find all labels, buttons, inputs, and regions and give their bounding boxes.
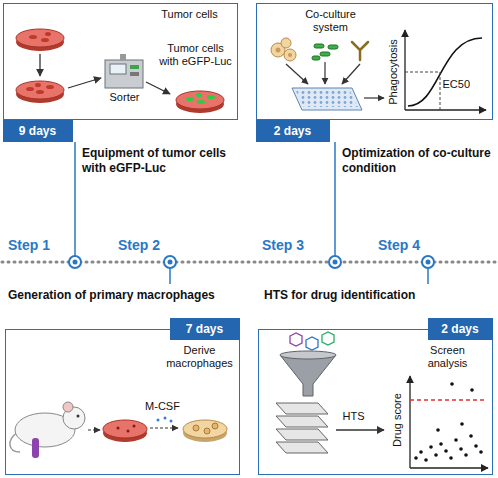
data-point — [464, 453, 468, 457]
step-heading: HTS for drug identification — [264, 288, 492, 303]
plate-stack — [276, 403, 384, 453]
panel-label: Derive macrophages — [165, 344, 235, 370]
tumor-cells-green — [312, 44, 338, 60]
panel-label: Sorter — [102, 91, 148, 104]
data-point — [450, 382, 454, 386]
panel-label: M-CSF — [138, 400, 188, 413]
macrophage-dish — [183, 420, 227, 442]
data-point — [449, 456, 453, 460]
data-point — [479, 450, 483, 454]
screen-scatter-plot — [410, 376, 488, 468]
data-point — [469, 434, 473, 438]
step-label: Step 2 — [118, 237, 160, 253]
well-plate — [292, 88, 384, 110]
mix-arrows — [286, 62, 360, 84]
mouse — [10, 402, 85, 458]
data-point — [419, 450, 423, 454]
step-panel: Derive macrophagesM-CSF7 days — [5, 329, 240, 475]
data-point — [460, 422, 464, 426]
data-point — [444, 449, 448, 453]
data-point — [454, 438, 458, 442]
step-label: Step 3 — [262, 237, 304, 253]
step-markers — [69, 256, 434, 268]
funnel — [280, 351, 336, 396]
step-panel: HTSDrug scoreScreen analysis2 days — [258, 329, 493, 475]
panel-label: HTS — [334, 410, 374, 423]
duration-text: 2 days — [441, 322, 478, 336]
data-point — [459, 447, 463, 451]
step-heading: Equipment of tumor cells with eGFP-Luc — [82, 146, 242, 176]
step-label: Step 4 — [378, 237, 420, 253]
duration-tab: 2 days — [256, 120, 330, 142]
antibody — [352, 42, 368, 60]
duration-tab: 9 days — [3, 120, 73, 142]
panel-label: Co-culture system — [296, 8, 366, 34]
duration-tab: 7 days — [170, 318, 240, 340]
data-point — [434, 453, 438, 457]
panel-label: Drug score — [391, 393, 404, 447]
panel-label: EC50 — [443, 78, 483, 91]
panel-label: Phagocytosis — [387, 39, 400, 104]
step-panel: Tumor cellsSorter Tumor cells with eGFP-L… — [3, 3, 238, 120]
duration-text: 7 days — [186, 322, 223, 336]
macrophage-cells — [271, 38, 296, 61]
duration-text: 9 days — [19, 124, 56, 138]
tumor-dishes — [16, 29, 101, 103]
data-point — [424, 458, 428, 462]
panel-label: Tumor cells — [160, 8, 220, 21]
data-point — [439, 442, 443, 446]
data-point — [414, 456, 418, 460]
duration-text: 2 days — [274, 124, 311, 138]
step-panel: Co-culture systemPhagocytosisEC502 days — [256, 3, 493, 120]
step-label: Step 1 — [8, 237, 50, 253]
data-point — [470, 388, 474, 392]
step-heading: Optimization of co-culture condition — [342, 146, 492, 176]
compounds — [290, 332, 334, 350]
gfp-dish — [176, 91, 224, 113]
dose-response-curve — [405, 30, 486, 110]
data-point — [474, 444, 478, 448]
data-point — [436, 428, 440, 432]
duration-tab: 2 days — [428, 318, 493, 340]
bone-marrow-dish — [88, 417, 178, 443]
step-heading: Generation of primary macrophages — [8, 288, 243, 303]
panel-label: Tumor cells with eGFP-Luc — [157, 42, 235, 68]
data-point — [429, 445, 433, 449]
panel-label: Screen analysis — [412, 344, 484, 370]
